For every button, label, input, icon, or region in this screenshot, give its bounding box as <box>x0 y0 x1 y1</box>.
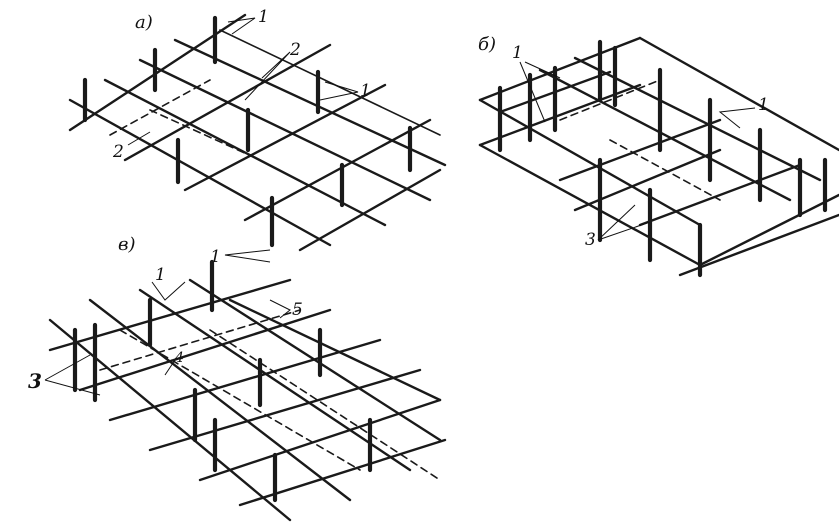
callout-v-top-1: 1 <box>155 265 166 285</box>
panel-v-caption: в) <box>118 234 136 255</box>
callout-a-bottom-1: 1 <box>210 247 221 267</box>
panel-v-leaders <box>44 281 291 396</box>
panel-b-cage <box>478 36 839 278</box>
callout-v-left-3: 3 <box>28 369 42 393</box>
callout-a-left-2: 2 <box>112 142 124 162</box>
panel-a-leaders <box>127 17 359 263</box>
panel-b-caption: б) <box>478 34 496 55</box>
callout-a-top-2: 2 <box>289 40 301 60</box>
callout-b-top-1: 1 <box>512 43 523 63</box>
callout-b-right-1: 1 <box>758 95 769 115</box>
callout-a-top-1: 1 <box>258 7 269 27</box>
panel-a-cage <box>68 13 447 252</box>
callout-v-right-5: 5 <box>292 300 303 320</box>
callout-a-right-1: 1 <box>360 81 371 101</box>
panel-b-leaders <box>519 61 756 241</box>
callout-b-bottom-3: 3 <box>585 230 596 250</box>
panel-a-caption: а) <box>135 12 153 33</box>
panel-v-cage <box>48 259 447 522</box>
callout-v-mid-4: 4 <box>174 350 184 366</box>
